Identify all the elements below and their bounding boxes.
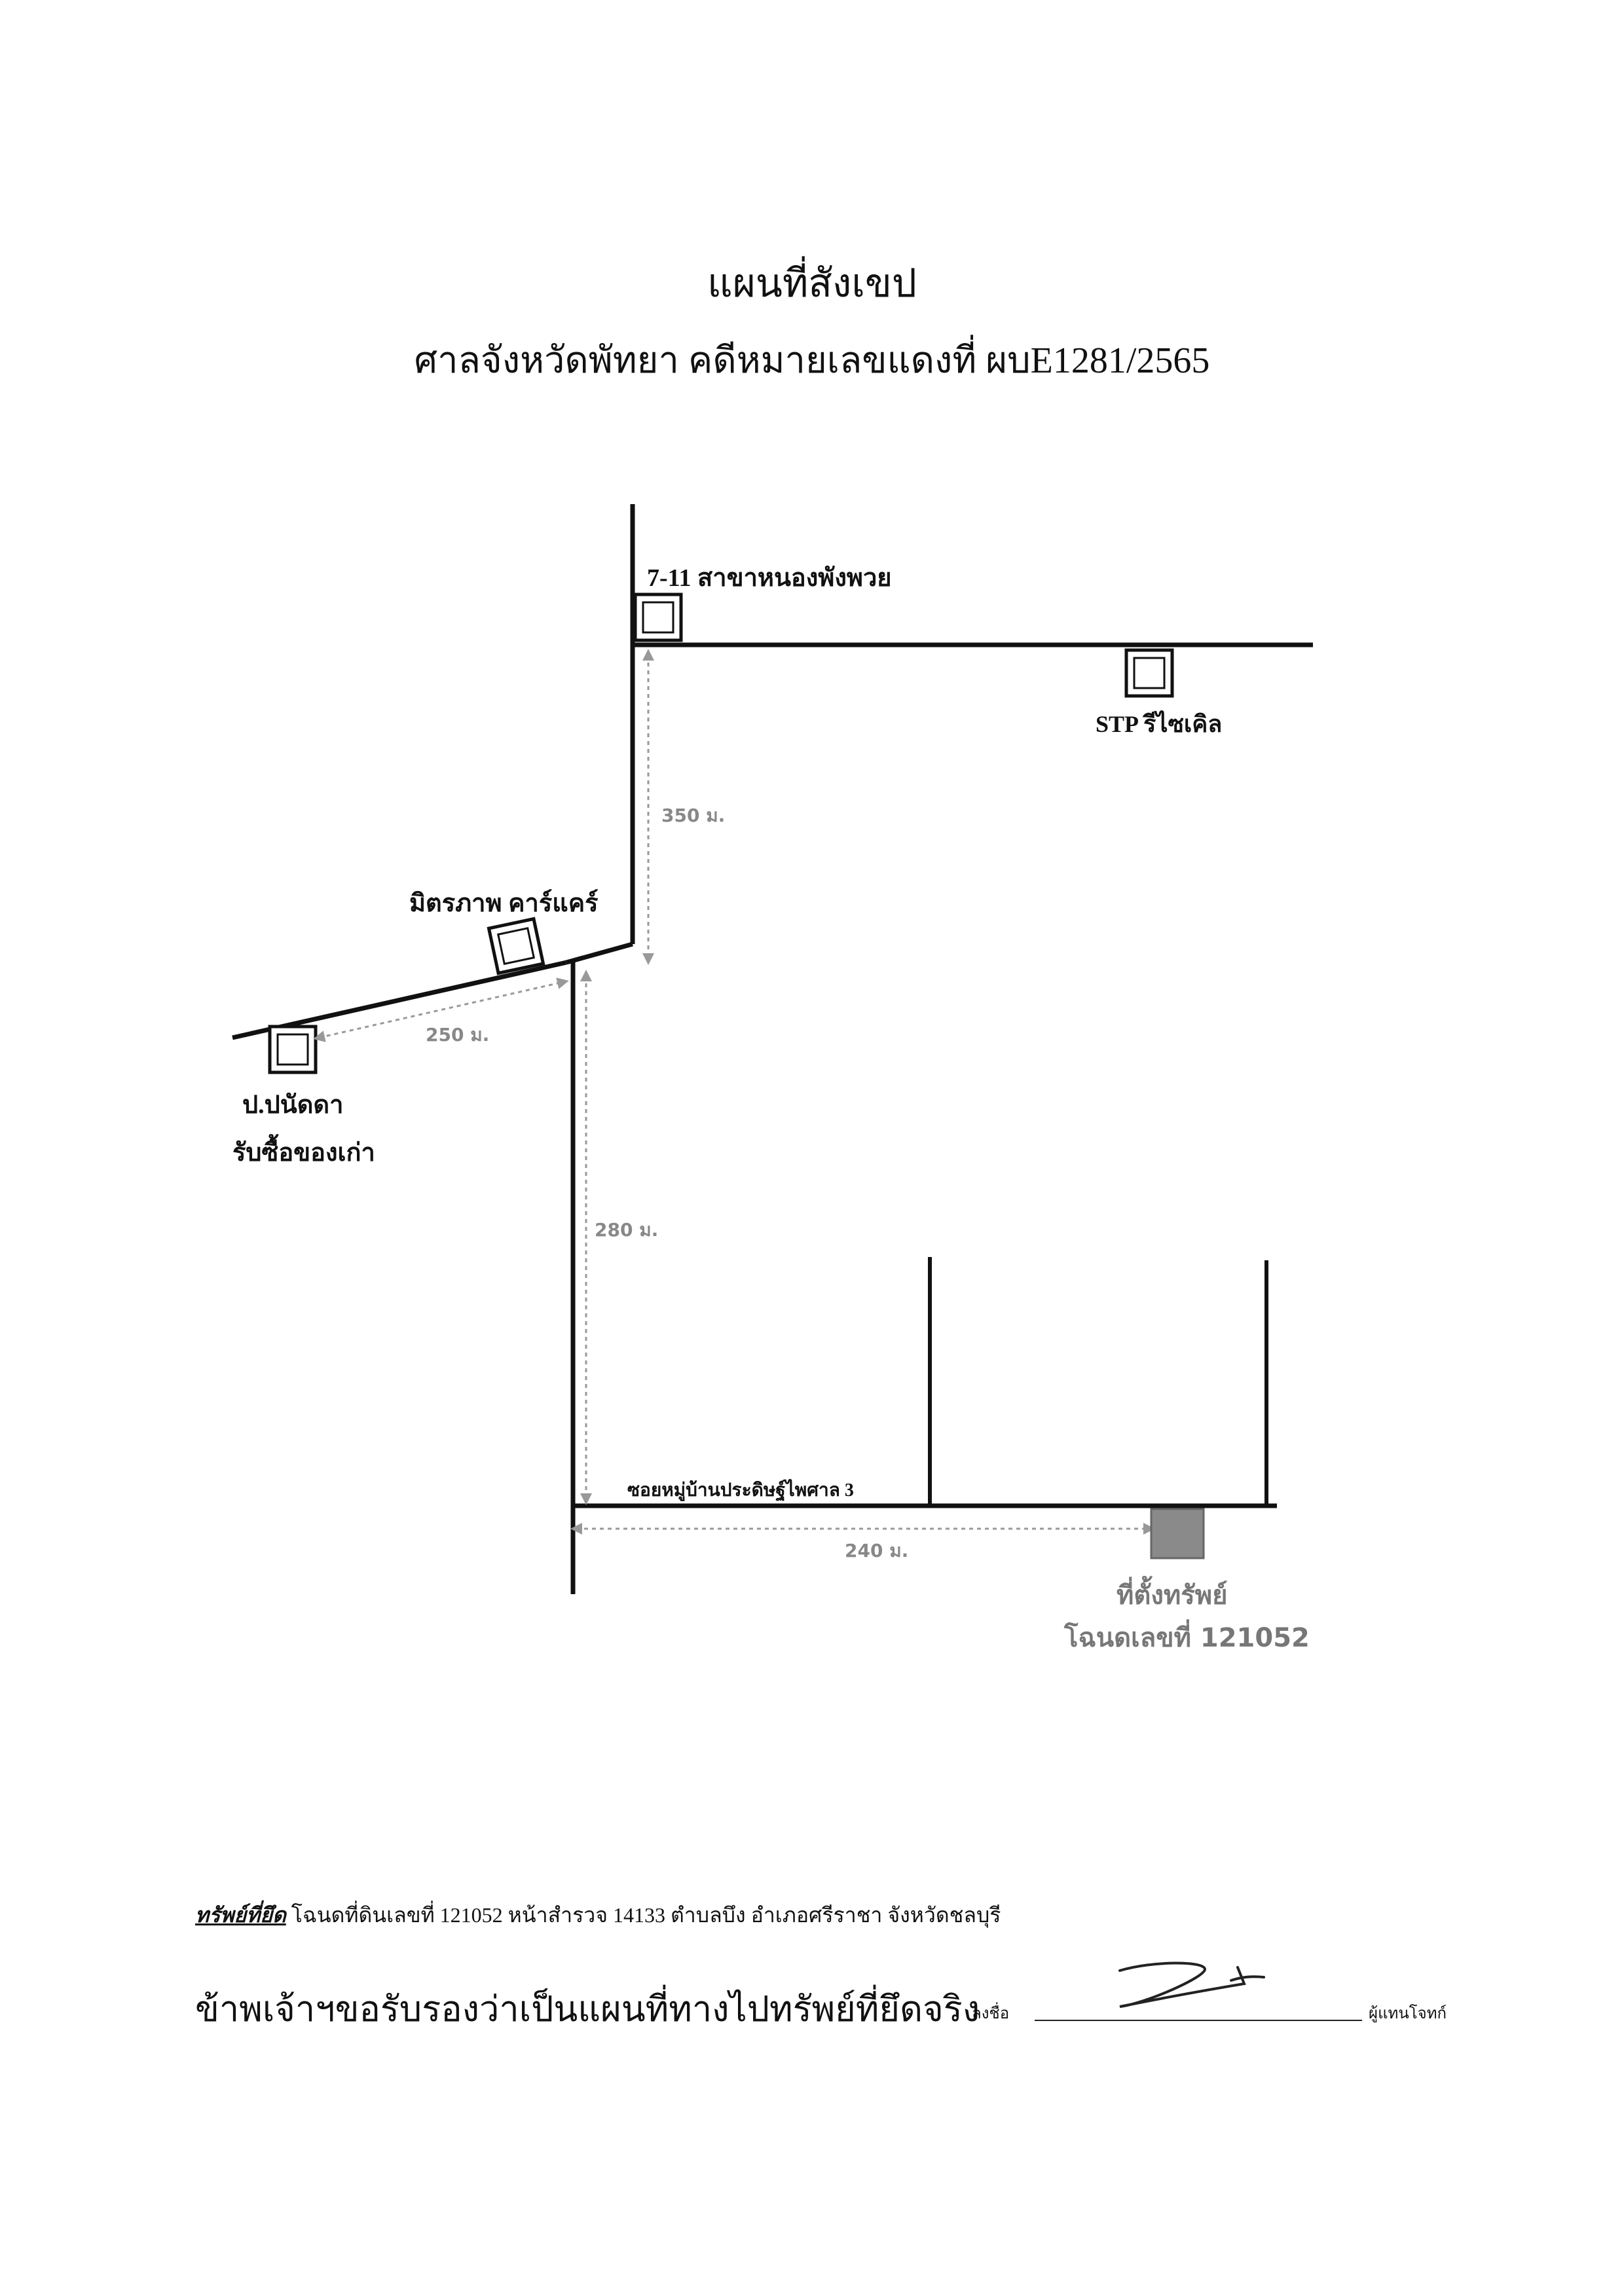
page-title: แผนที่สังเขป xyxy=(707,262,917,305)
label-seven-eleven: 7-11 สาขาหนองพังพวย xyxy=(647,564,892,592)
label-shop-name: ป.ปนัดดา xyxy=(242,1091,343,1119)
sign-label: ลงชื่อ xyxy=(972,2005,1010,2022)
seven-eleven-marker xyxy=(633,592,683,642)
page-subtitle: ศาลจังหวัดพัทยา คดีหมายเลขแดงที่ ผบE1281… xyxy=(414,340,1210,381)
distance-label-350: 350 ม. xyxy=(661,805,725,826)
seized-property-detail: โฉนดที่ดินเลขที่ 121052 หน้าสำรวจ 14133 … xyxy=(286,1903,1001,1927)
seized-property-line: ทรัพย์ที่ยึด โฉนดที่ดินเลขที่ 121052 หน้… xyxy=(195,1899,1001,1932)
label-shop-desc: รับซื้อของเก่า xyxy=(232,1134,375,1167)
label-property-deed: โฉนดเลขที่ 121052 xyxy=(1063,1619,1310,1653)
distance-label-280: 280 ม. xyxy=(595,1219,658,1241)
stp-recycle-marker xyxy=(1124,648,1174,698)
signature-mark xyxy=(1118,1961,1265,2008)
distance-label-250: 250 ม. xyxy=(426,1024,489,1046)
mitrapap-carcare-marker xyxy=(487,917,545,975)
label-soi-road: ซอยหมู่บ้านประดิษฐ์ไพศาล 3 xyxy=(627,1479,854,1502)
signature-line xyxy=(1035,2020,1362,2021)
label-property-location: ที่ตั้งทรัพย์ xyxy=(1116,1576,1228,1611)
recycle-shop-marker xyxy=(268,1025,318,1074)
distance-line-250 xyxy=(313,977,569,1042)
sign-role: ผู้แทนโจทก์ xyxy=(1369,2005,1447,2022)
road-jog xyxy=(566,941,633,965)
property-marker xyxy=(1150,1508,1205,1559)
distance-label-240: 240 ม. xyxy=(845,1540,908,1561)
certification-statement: ข้าพเจ้าฯขอรับรองว่าเป็นแผนที่ทางไปทรัพย… xyxy=(195,1990,980,2029)
label-stp-recycle: STP รีไซเคิล xyxy=(1096,710,1222,737)
seized-property-label: ทรัพย์ที่ยึด xyxy=(195,1903,286,1927)
label-mitrapap-carcare: มิตรภาพ คาร์แคร์ xyxy=(409,889,599,917)
